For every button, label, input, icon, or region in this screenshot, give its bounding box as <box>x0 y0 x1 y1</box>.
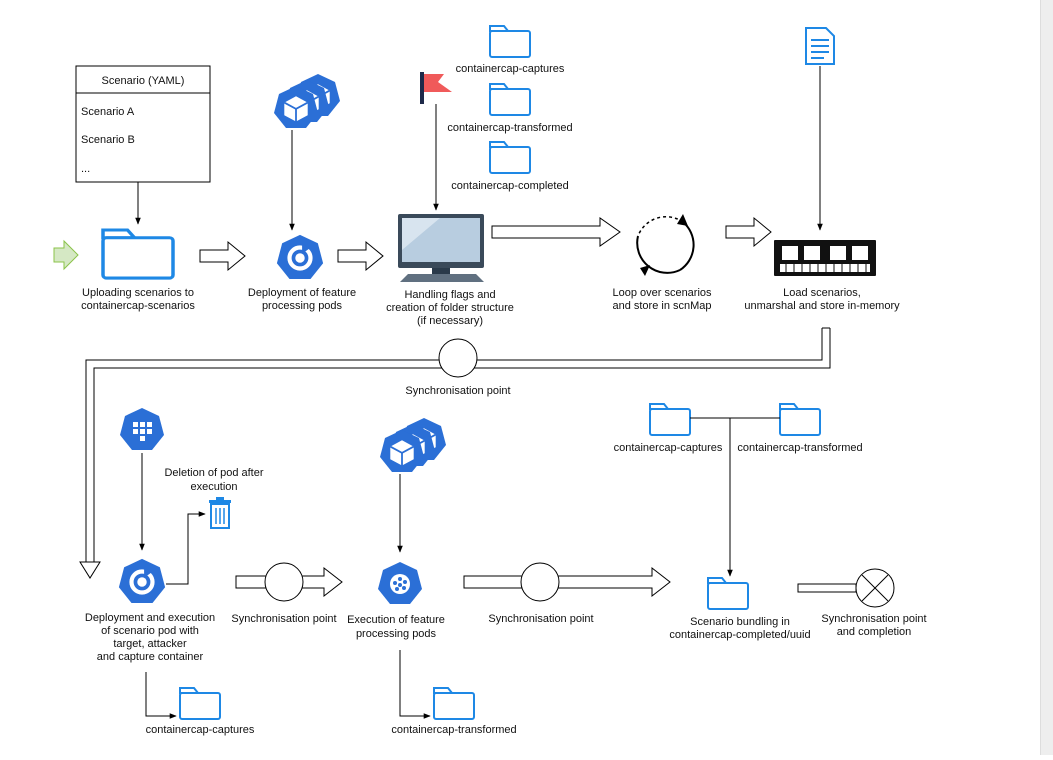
vertical-scrollbar[interactable] <box>1040 0 1053 755</box>
handle-flags-label: Handling flags and <box>404 289 495 301</box>
bundling-label: containercap-completed/uuid <box>669 629 810 641</box>
transformed-folder-label: containercap-transformed <box>447 122 572 134</box>
transformed-right-label: containercap-transformed <box>737 442 862 454</box>
exec-feature-label: processing pods <box>356 628 437 640</box>
transformed-folder-icon <box>489 83 531 116</box>
handle-flags-label: creation of folder structure <box>386 302 514 314</box>
sync-main-label: Synchronisation point <box>405 385 510 397</box>
loop-label: Loop over scenarios <box>612 287 712 299</box>
sync-point-icon <box>520 562 560 602</box>
exec-feature-label: Execution of feature <box>347 614 445 626</box>
deploy-feature-label: processing pods <box>262 300 343 312</box>
completed-folder-icon <box>489 141 531 174</box>
deploy-pod-icon <box>119 559 165 603</box>
transformed-folder-icon <box>433 687 475 720</box>
completed-folder-icon <box>707 577 749 610</box>
sync-1-label: Synchronisation point <box>231 613 336 625</box>
completed-folder-label: containercap-completed <box>451 180 568 192</box>
upload-label: Uploading scenarios to <box>82 287 194 299</box>
deploy-exec-label: and capture container <box>97 651 204 663</box>
scenario-row: Scenario A <box>81 106 135 118</box>
scenario-table-header: Scenario (YAML) <box>102 75 185 87</box>
flow-arrow <box>199 240 246 272</box>
bundling-label: Scenario bundling in <box>690 616 790 628</box>
scenario-row: Scenario B <box>81 134 135 146</box>
deletion-label: Deletion of pod after <box>164 467 263 479</box>
load-label: Load scenarios, <box>783 287 861 299</box>
deploy-exec-label: Deployment and execution <box>85 612 215 624</box>
processing-pod-icon <box>378 562 422 604</box>
handle-flags-label: (if necessary) <box>417 315 483 327</box>
scenarios-folder-icon <box>101 228 175 280</box>
deletion-label: execution <box>190 481 237 493</box>
flow-arrow <box>725 216 772 248</box>
captures-bottom-label: containercap-captures <box>146 724 255 736</box>
flow-arrow <box>463 566 671 598</box>
sync-point-icon <box>264 562 304 602</box>
load-label: unmarshal and store in-memory <box>744 300 900 312</box>
memory-icon <box>774 240 876 276</box>
sync-point-icon <box>438 338 478 378</box>
sync-final-label: and completion <box>837 626 912 638</box>
flag-icon <box>420 72 452 104</box>
computer-icon <box>398 214 484 282</box>
kube-node-icon <box>120 408 164 450</box>
scenario-table: Scenario (YAML) Scenario A Scenario B ..… <box>75 65 211 183</box>
captures-folder-icon <box>649 403 691 436</box>
captures-right-label: containercap-captures <box>614 442 723 454</box>
scenario-row: ... <box>81 163 90 175</box>
deploy-exec-label: target, attacker <box>113 638 187 650</box>
transformed-folder-icon <box>779 403 821 436</box>
final-connector <box>797 583 857 593</box>
deploy-exec-label: of scenario pod with <box>101 625 199 637</box>
deploy-feature-label: Deployment of feature <box>248 287 356 299</box>
completion-icon <box>855 568 895 608</box>
deploy-pod-icon <box>277 235 323 279</box>
flow-arrow <box>491 217 621 247</box>
entry-arrow-icon <box>53 239 79 271</box>
transformed-bottom-label: containercap-transformed <box>391 724 516 736</box>
document-icon <box>805 27 835 65</box>
trash-icon <box>209 497 231 529</box>
pods-stack-icon <box>274 74 340 128</box>
pods-stack-icon <box>380 418 446 472</box>
sync-2-label: Synchronisation point <box>488 613 593 625</box>
captures-folder-icon <box>489 25 531 58</box>
flow-arrow <box>337 240 384 272</box>
loop-label: and store in scnMap <box>612 300 711 312</box>
captures-folder-icon <box>179 687 221 720</box>
scenario-table-box <box>75 65 211 183</box>
captures-folder-label: containercap-captures <box>456 63 565 75</box>
loop-icon <box>636 214 695 276</box>
upload-label: containercap-scenarios <box>81 300 195 312</box>
sync-final-label: Synchronisation point <box>821 613 926 625</box>
